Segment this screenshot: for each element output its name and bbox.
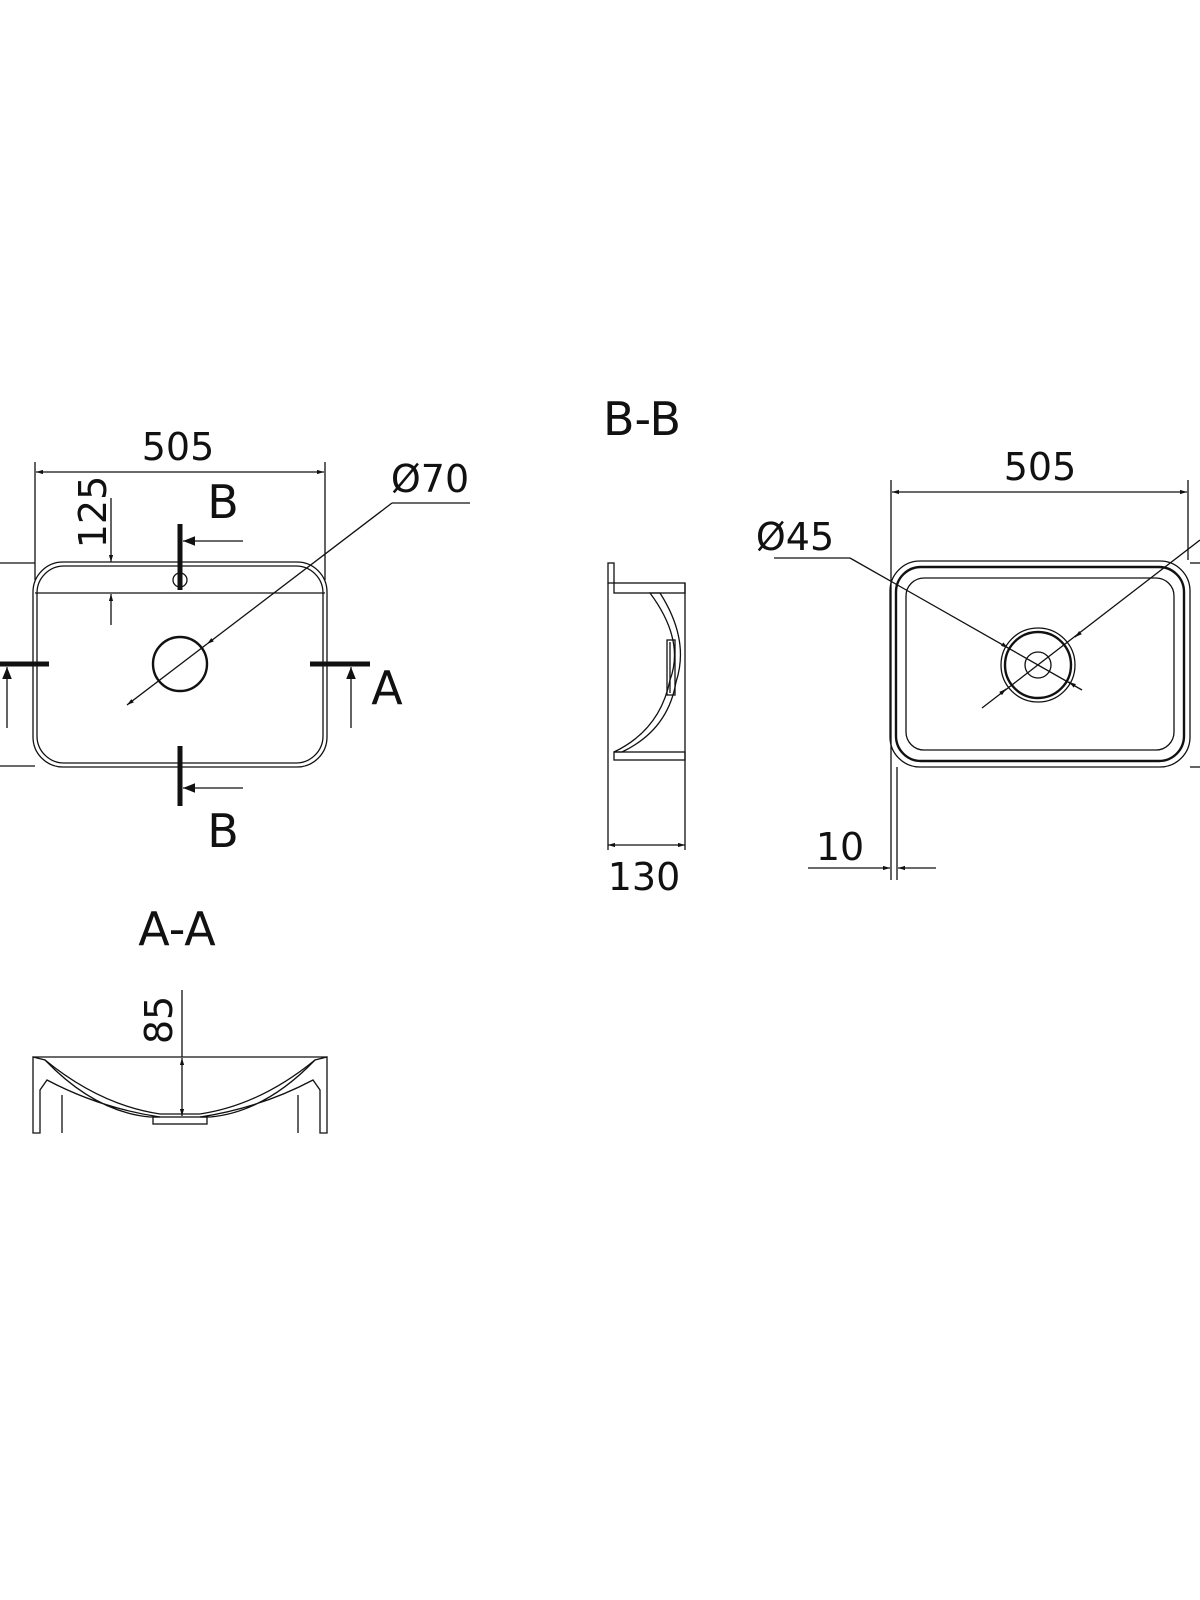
left-wall-section	[32, 1056, 161, 1134]
section-b-bottom-label: B	[207, 804, 239, 858]
section-aa-title: A-A	[138, 902, 216, 956]
bottom-outline-mid	[894, 565, 1186, 763]
bottom-outline-outer	[889, 560, 1191, 768]
bottom-width-label: 505	[1004, 445, 1077, 489]
section-bb: B-B 130	[603, 392, 686, 899]
drain-ring	[1003, 630, 1073, 700]
section-bb-depth-label: 130	[608, 855, 681, 899]
wall-thickness-label: 10	[816, 825, 864, 869]
section-bb-title: B-B	[603, 392, 681, 446]
bottom-view: 505 Ø45 10	[756, 445, 1200, 880]
bottom-drain-diameter-label: Ø45	[756, 515, 834, 559]
section-a-label: A	[371, 661, 403, 715]
width-label: 505	[142, 425, 215, 469]
right-wall-section	[199, 1056, 328, 1134]
section-aa-depth-label: 85	[137, 996, 181, 1044]
drain-section	[666, 639, 676, 696]
drain-diameter-label: Ø70	[391, 457, 469, 501]
top-view: 505 Ø70 125 B B A	[0, 425, 470, 858]
bottom-outline-inner	[905, 577, 1175, 751]
drain-hole	[151, 635, 209, 693]
drain-outer	[1000, 627, 1076, 703]
drain-inner	[1024, 651, 1052, 679]
tap-offset-label: 125	[71, 476, 115, 549]
section-b-top-label: B	[207, 475, 239, 529]
drain-section-aa	[152, 1116, 208, 1125]
section-aa: A-A 85	[32, 902, 328, 1134]
bowl-wall-section	[613, 592, 682, 753]
